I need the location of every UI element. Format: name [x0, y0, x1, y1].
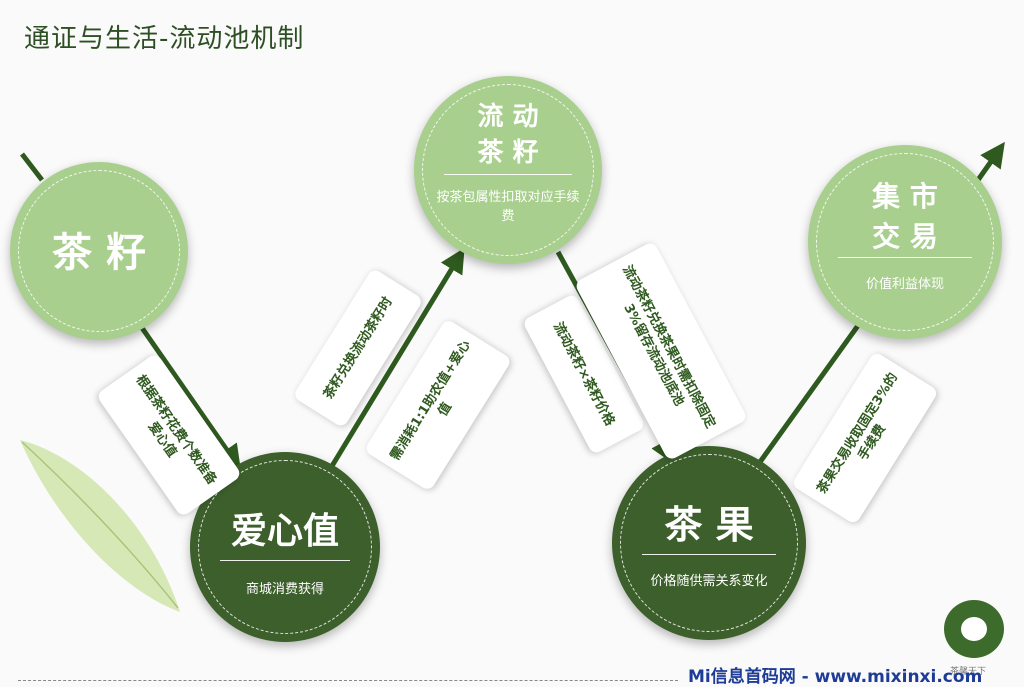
node-love-label: 爱心值: [230, 511, 339, 552]
node-pool-label-1: 流 动: [477, 102, 539, 132]
arrow-fruit-to-market: [757, 318, 865, 464]
node-market: 集 市 交 易 价值利益体现: [808, 145, 1002, 339]
arrow-seed-to-love: [137, 323, 241, 471]
divider: [18, 680, 678, 681]
node-market-label-2: 交 易: [872, 220, 938, 253]
node-market-label-1: 集 市: [872, 180, 938, 213]
node-fruit-label: 茶 果: [664, 503, 754, 547]
node-fruit-desc: 价格随供需关系变化: [650, 574, 768, 589]
brand-logo: [944, 600, 1004, 658]
page-title: 通证与生活-流动池机制: [24, 24, 305, 54]
node-love-desc: 商城消费获得: [245, 582, 324, 597]
node-seed: 茶 籽: [10, 162, 188, 340]
arrow-in-seed: [20, 152, 44, 182]
node-fruit: 茶 果 价格随供需关系变化: [612, 446, 806, 640]
logo-text: 茶馨天下: [950, 667, 987, 677]
node-pool-label-2: 茶 籽: [477, 138, 539, 168]
node-seed-label: 茶 籽: [52, 230, 146, 276]
node-pool-desc: 按茶包属性扣取对应手续费: [436, 190, 580, 224]
node-pool: 流 动 茶 籽 按茶包属性扣取对应手续费: [414, 76, 602, 264]
leaf-decoration: [20, 440, 180, 612]
arrow-out-market: [975, 141, 1005, 182]
footer-watermark: Mi信息首码网 - www.mixinxi.com: [688, 667, 983, 687]
arrow-love-to-pool: [329, 247, 465, 468]
node-market-desc: 价值利益体现: [865, 277, 944, 292]
